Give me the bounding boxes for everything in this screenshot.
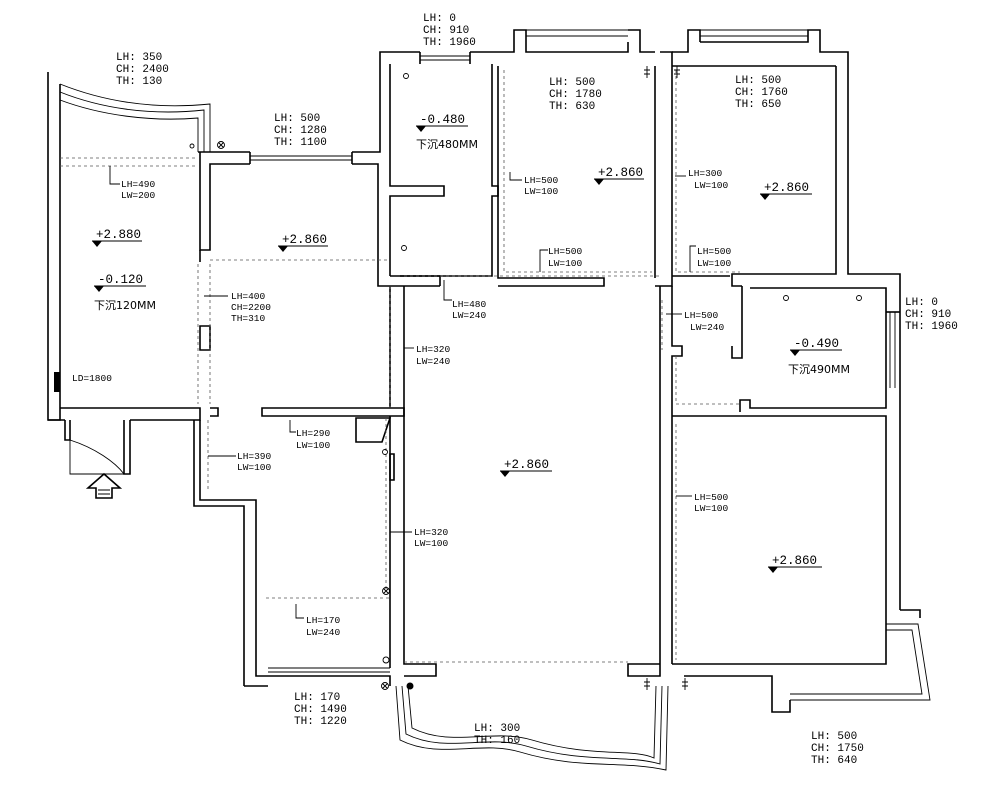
wall-w9-lh: LH=290: [296, 428, 331, 439]
block-b5-line3: TH: 650: [735, 99, 781, 111]
block-b8-line1: LH: 170: [294, 692, 340, 704]
wall-w4-lw: LW=100: [694, 180, 729, 191]
level-l8: +2.860: [504, 458, 549, 472]
block-b9-line1: LH: 300: [474, 723, 520, 735]
annotations: LH: 0 CH: 910 TH: 1960 LH: 350 CH: 2400 …: [72, 13, 958, 767]
wall-w10-lh: LH=390: [237, 451, 272, 462]
block-b3-line3: TH: 1100: [274, 137, 327, 149]
wall-w6-lh: LH=480: [452, 299, 487, 310]
note-sunken-120: 下沉120MM: [94, 299, 156, 312]
block-b10-line2: CH: 1750: [811, 743, 864, 755]
block-b8-line3: TH: 1220: [294, 716, 347, 728]
note-ld-1800: LD=1800: [72, 373, 112, 384]
block-b2-line3: TH: 130: [116, 76, 162, 88]
block-b9-line2: TH: 160: [474, 735, 520, 747]
block-b2-line1: LH: 350: [116, 52, 162, 64]
block-b7-line3: TH=310: [231, 313, 266, 324]
wall-w2-lh: LH=500: [524, 175, 559, 186]
block-b7-line2: CH=2200: [231, 302, 271, 313]
symbols: [189, 66, 862, 690]
wall-w12-lh: LH=500: [694, 492, 729, 503]
block-b6-line1: LH: 0: [905, 297, 938, 309]
level-markers: [92, 125, 842, 573]
wall-w6-lw: LW=240: [452, 310, 487, 321]
leader-lines: [109, 166, 696, 619]
block-b6-line2: CH: 910: [905, 309, 951, 321]
block-b2-line2: CH: 2400: [116, 64, 169, 76]
block-b5-line1: LH: 500: [735, 75, 781, 87]
level-l9: +2.860: [772, 554, 817, 568]
block-b7-line1: LH=400: [231, 291, 266, 302]
wall-w10-lw: LW=100: [237, 462, 272, 473]
wall-w2-lw: LW=100: [524, 186, 559, 197]
wall-w1-lh: LH=490: [121, 179, 156, 190]
wall-w5-lw: LW=100: [697, 258, 732, 269]
wall-w13-lw: LW=240: [306, 627, 341, 638]
level-l6: -0.120: [98, 273, 143, 287]
wall-w7-lw: LW=240: [690, 322, 725, 333]
block-b10-line1: LH: 500: [811, 731, 857, 743]
note-sunken-490: 下沉490MM: [788, 363, 850, 376]
block-b8-line2: CH: 1490: [294, 704, 347, 716]
block-b10-line3: TH: 640: [811, 755, 857, 767]
wall-w8-lh: LH=320: [416, 344, 451, 355]
level-l2: +2.860: [598, 166, 643, 180]
walls: [47, 29, 931, 771]
wall-w5-lh: LH=500: [697, 246, 732, 257]
wall-w1-lw: LW=200: [121, 190, 156, 201]
block-b4-line1: LH: 500: [549, 77, 595, 89]
wall-w13-lh: LH=170: [306, 615, 341, 626]
wall-w12-lw: LW=100: [694, 503, 729, 514]
level-l5: +2.860: [282, 233, 327, 247]
wall-w4-lh: LH=300: [688, 168, 723, 179]
block-b1-line2: CH: 910: [423, 25, 469, 37]
wall-w3-lw: LW=100: [548, 258, 583, 269]
dashed-lines: [60, 70, 740, 663]
block-b6-line3: TH: 1960: [905, 321, 958, 333]
block-b3-line1: LH: 500: [274, 113, 320, 125]
level-l1: -0.480: [420, 113, 465, 127]
wall-w3-lh: LH=500: [548, 246, 583, 257]
block-b4-line3: TH: 630: [549, 101, 595, 113]
wall-w7-lh: LH=500: [684, 310, 719, 321]
level-l3: +2.860: [764, 181, 809, 195]
wall-w8-lw: LW=240: [416, 356, 451, 367]
wall-w9-lw: LW=100: [296, 440, 331, 451]
wall-w11-lh: LH=320: [414, 527, 449, 538]
wall-w11-lw: LW=100: [414, 538, 449, 549]
block-b1-line1: LH: 0: [423, 13, 456, 25]
note-sunken-480: 下沉480MM: [416, 138, 478, 151]
block-b4-line2: CH: 1780: [549, 89, 602, 101]
block-b3-line2: CH: 1280: [274, 125, 327, 137]
block-b5-line2: CH: 1760: [735, 87, 788, 99]
block-b1-line3: TH: 1960: [423, 37, 476, 49]
level-l4: +2.880: [96, 228, 141, 242]
level-l7: -0.490: [794, 337, 839, 351]
